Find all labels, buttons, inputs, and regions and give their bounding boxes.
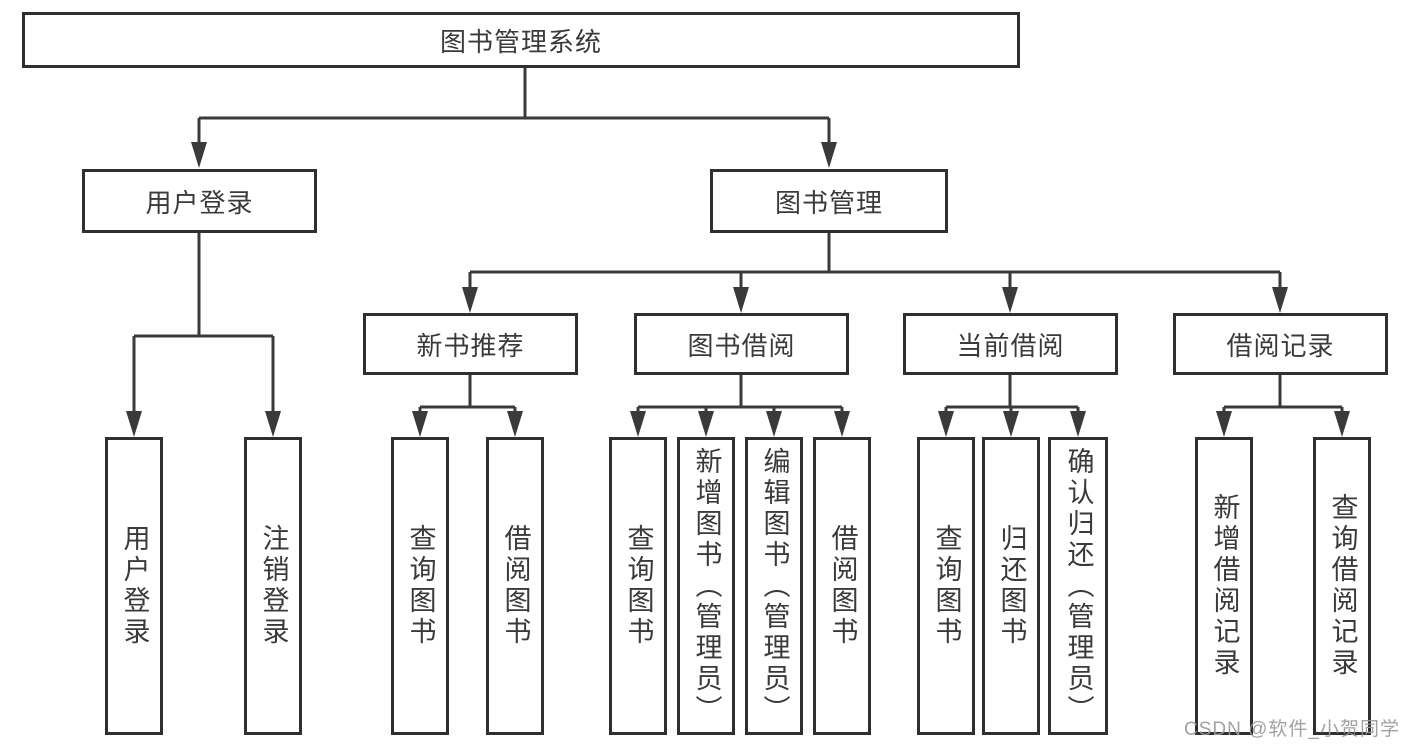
arrowhead	[1070, 411, 1086, 437]
arrowhead	[126, 411, 142, 437]
arrowhead	[265, 411, 281, 437]
node-book-borrowing: 图书借阅	[634, 313, 849, 375]
arrowhead	[412, 411, 428, 437]
leaf-new-books-query: 查询图书	[391, 437, 449, 735]
node-new-book-recommendation: 新书推荐	[363, 313, 578, 375]
arrowhead	[630, 411, 646, 437]
leaf-current-return-books: 归还图书	[982, 437, 1040, 735]
arrowhead	[821, 142, 837, 168]
node-label: 借阅记录	[1226, 330, 1335, 361]
node-library-management-system: 图书管理系统	[22, 12, 1020, 68]
arrowhead	[733, 287, 749, 313]
connector-book-management-branch	[468, 233, 1282, 289]
node-book-management: 图书管理	[710, 169, 948, 233]
leaf-label: 借阅图书	[500, 524, 531, 648]
arrowhead	[462, 287, 478, 313]
connector-root-to-level2	[197, 67, 831, 144]
leaf-label: 新增借阅记录	[1209, 493, 1240, 679]
arrowhead	[834, 411, 850, 437]
leaf-label: 查询图书	[931, 524, 962, 648]
leaf-label: 注销登录	[258, 524, 289, 648]
arrowhead	[191, 142, 207, 168]
arrowhead	[1002, 287, 1018, 313]
leaf-label: 查询图书	[405, 524, 436, 648]
leaf-borrow-query-books: 查询图书	[609, 437, 667, 735]
leaf-label: 归还图书	[996, 524, 1027, 648]
leaf-borrow-edit-books-admin: 编辑图书（管理员）	[745, 437, 803, 735]
node-label: 图书管理	[774, 187, 883, 218]
arrowhead	[698, 411, 714, 437]
leaf-current-confirm-return-admin: 确认归还（管理员）	[1048, 437, 1108, 735]
connector-book-borrow-branch	[636, 375, 844, 414]
connector-borrow-records-branch	[1222, 375, 1344, 414]
leaf-label: 查询图书	[623, 524, 654, 648]
leaf-label: 新增图书（管理员）	[691, 446, 722, 726]
leaf-label: 用户登录	[119, 524, 150, 648]
leaf-logout: 注销登录	[244, 437, 302, 735]
leaf-borrow-add-books-admin: 新增图书（管理员）	[677, 437, 735, 735]
leaf-records-add: 新增借阅记录	[1195, 437, 1253, 735]
leaf-label: 借阅图书	[827, 524, 858, 648]
connector-user-login-branch	[132, 233, 275, 413]
leaf-label: 确认归还（管理员）	[1063, 446, 1094, 726]
arrowhead	[938, 411, 954, 437]
node-label: 当前借阅	[956, 330, 1065, 361]
connector-new-books-branch	[418, 375, 517, 414]
leaf-label: 查询借阅记录	[1327, 493, 1358, 679]
connector-current-borrow-branch	[944, 375, 1080, 414]
node-borrowing-records: 借阅记录	[1173, 313, 1388, 375]
leaf-label: 编辑图书（管理员）	[759, 446, 790, 726]
node-label: 图书管理系统	[439, 26, 602, 57]
arrowhead	[507, 411, 523, 437]
arrowheads	[126, 142, 1350, 437]
leaf-user-login: 用户登录	[105, 437, 163, 735]
leaf-current-query-books: 查询图书	[917, 437, 975, 735]
arrowhead	[1003, 411, 1019, 437]
node-user-login: 用户登录	[82, 169, 317, 233]
arrowhead	[1216, 411, 1232, 437]
node-label: 用户登录	[145, 187, 254, 218]
leaf-new-books-borrow: 借阅图书	[486, 437, 544, 735]
arrowhead	[1334, 411, 1350, 437]
node-label: 图书借阅	[687, 330, 796, 361]
node-label: 新书推荐	[416, 330, 525, 361]
leaf-records-query: 查询借阅记录	[1313, 437, 1371, 735]
watermark: CSDN @软件_小贺同学	[1184, 719, 1400, 740]
leaf-borrow-borrow-books: 借阅图书	[813, 437, 871, 735]
arrowhead	[766, 411, 782, 437]
node-current-borrowing: 当前借阅	[903, 313, 1118, 375]
arrowhead	[1272, 287, 1288, 313]
